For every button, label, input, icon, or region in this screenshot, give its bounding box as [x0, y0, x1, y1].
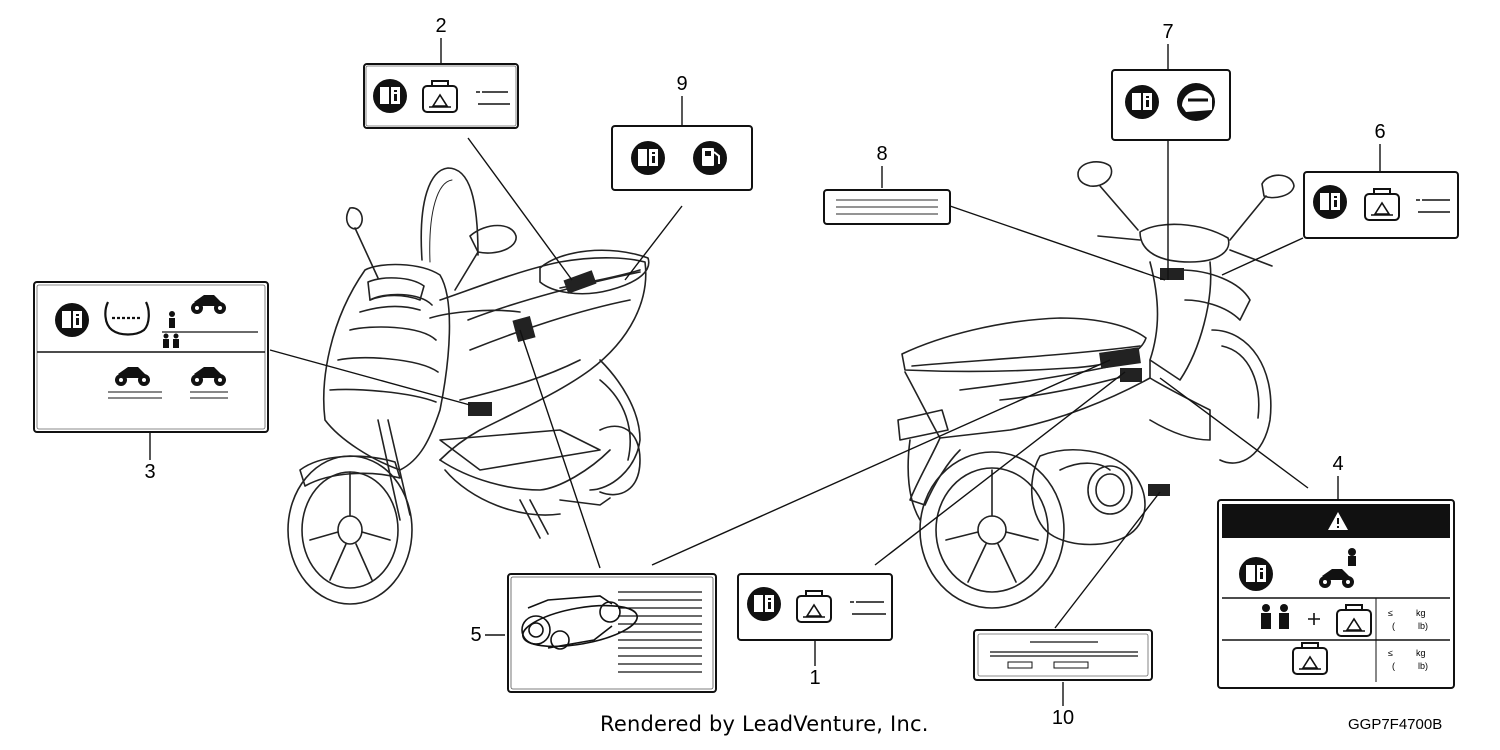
- manual-book-icon: [55, 303, 89, 337]
- label-3-box: [33, 281, 269, 433]
- label-1-box: [737, 573, 893, 641]
- callout-4: 4: [1332, 453, 1344, 475]
- toolbox-icon: [422, 80, 458, 113]
- toolbox-icon: [1292, 642, 1328, 675]
- callout-10: 10: [1051, 707, 1075, 729]
- toolbox-icon: [1364, 188, 1400, 221]
- callout-2: 2: [435, 15, 447, 37]
- label-2-box: [363, 63, 519, 129]
- manual-book-icon: [1313, 185, 1347, 219]
- label4-kg-1: kg: [1416, 608, 1426, 618]
- manual-book-icon: [747, 587, 781, 621]
- callout-6: 6: [1374, 121, 1386, 143]
- warning-triangle-icon: [1328, 512, 1348, 530]
- label4-lb-1: lb): [1418, 621, 1429, 631]
- label4-kg-2: kg: [1416, 648, 1426, 658]
- callout-7: 7: [1162, 21, 1174, 43]
- fuel-icon: [693, 141, 727, 175]
- render-credit: Rendered by LeadVenture, Inc.: [600, 712, 929, 736]
- toolbox-icon: [796, 590, 832, 623]
- callout-1: 1: [809, 667, 821, 689]
- label-6-box: [1303, 171, 1459, 239]
- label-10-box: [973, 629, 1153, 681]
- label4-leq-1: ≤: [1388, 608, 1393, 618]
- label-7-box: [1111, 69, 1231, 141]
- callout-3: 3: [144, 461, 156, 483]
- label-5-box: [507, 573, 717, 693]
- person-icon: [1348, 548, 1356, 566]
- label4-leq-2: ≤: [1388, 648, 1393, 658]
- label4-paren-2: (: [1392, 661, 1395, 671]
- label-4-box: [1217, 499, 1455, 689]
- callout-5: 5: [470, 624, 482, 646]
- callout-8: 8: [876, 143, 888, 165]
- left-scooter-illustration: [287, 167, 650, 605]
- person-icon: [1261, 604, 1289, 629]
- label4-lb-2: lb): [1418, 661, 1429, 671]
- manual-book-icon: [1239, 557, 1273, 591]
- right-scooter-illustration: [897, 161, 1295, 609]
- person-icon: [163, 333, 179, 348]
- manual-book-icon: [631, 141, 665, 175]
- person-icon: [169, 311, 175, 328]
- label4-paren-1: (: [1392, 621, 1395, 631]
- tire-pressure-icon: [104, 301, 150, 336]
- label-8-box: [823, 189, 951, 225]
- label-9-box: [611, 125, 753, 191]
- helmet-icon: [1177, 83, 1215, 121]
- callout-9: 9: [676, 73, 688, 95]
- leader-lines: [149, 38, 1381, 706]
- diagram-code: GGP7F4700B: [1348, 716, 1443, 733]
- manual-book-icon: [1125, 85, 1159, 119]
- toolbox-icon: [1336, 604, 1372, 637]
- manual-book-icon: [373, 79, 407, 113]
